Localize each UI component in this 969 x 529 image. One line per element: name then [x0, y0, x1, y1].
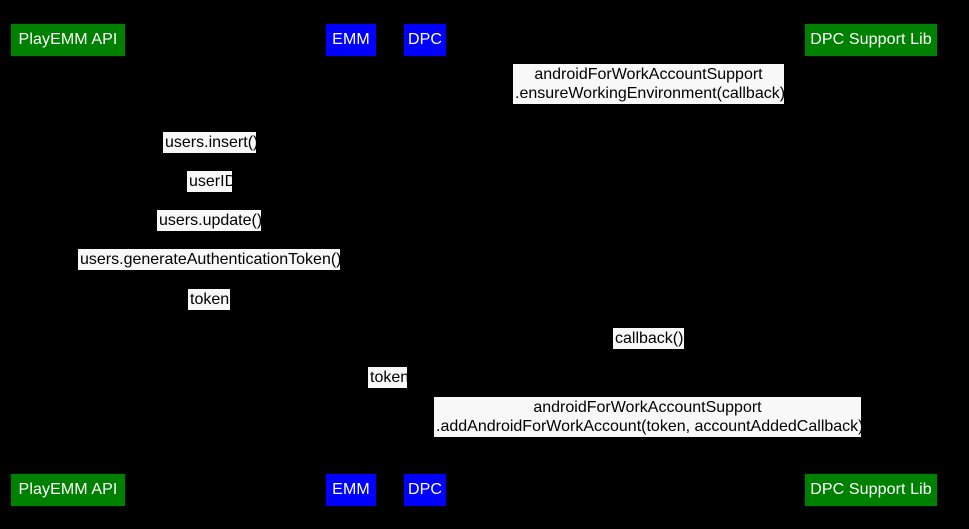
arrow-user-id: [68, 195, 351, 201]
participant-label: DPC Support Lib: [810, 31, 932, 48]
participant-label: PlayEMM API: [18, 31, 118, 48]
participant-dpc[interactable]: DPC: [403, 23, 447, 57]
arrow-ensure-working-environment: [425, 107, 871, 113]
message-label-users-generate-authentication-token: users.generateAuthenticationToken(): [78, 249, 342, 270]
arrow-users-insert: [68, 156, 351, 162]
message-label-users-update: users.update(): [157, 210, 263, 231]
arrow-token-to-emm: [68, 313, 351, 319]
participant-emm[interactable]: EMM: [325, 23, 377, 57]
lifeline-dpc-support-lib: [871, 57, 872, 473]
participant-label: PlayEMM API: [18, 481, 118, 498]
message-label-token-to-emm: token: [188, 289, 230, 310]
participant-dpc-support-lib[interactable]: DPC Support Lib: [804, 23, 938, 57]
participant-dpc-support-lib-bottom[interactable]: DPC Support Lib: [804, 473, 938, 507]
arrow-users-generate-authentication-token: [68, 273, 351, 279]
message-label-callback: callback(): [613, 328, 684, 349]
lifeline-emm: [351, 57, 352, 473]
participant-dpc-bottom[interactable]: DPC: [403, 473, 447, 507]
message-label-user-id: userID: [187, 171, 237, 192]
message-label-token-to-dpc: token: [368, 367, 410, 388]
message-label-users-insert: users.insert(): [163, 132, 259, 153]
participant-label: DPC: [407, 481, 443, 498]
arrow-token-to-dpc: [351, 391, 425, 397]
arrow-add-android-for-work-account: [425, 440, 871, 446]
lifeline-dpc: [425, 57, 426, 473]
message-label-add-android-for-work-account: androidForWorkAccountSupport .addAndroid…: [434, 397, 864, 437]
participant-label: DPC: [407, 31, 443, 48]
participant-label: DPC Support Lib: [810, 481, 932, 498]
participant-label: EMM: [332, 481, 370, 498]
message-label-ensure-working-environment: androidForWorkAccountSupport .ensureWork…: [513, 64, 786, 104]
arrow-callback: [425, 352, 871, 358]
participant-label: EMM: [332, 31, 370, 48]
participant-emm-bottom[interactable]: EMM: [325, 473, 377, 507]
lifeline-playemm-api: [68, 57, 69, 473]
participant-playemm-api-bottom[interactable]: PlayEMM API: [10, 473, 126, 507]
arrow-users-update: [68, 234, 351, 240]
participant-playemm-api[interactable]: PlayEMM API: [10, 23, 126, 57]
